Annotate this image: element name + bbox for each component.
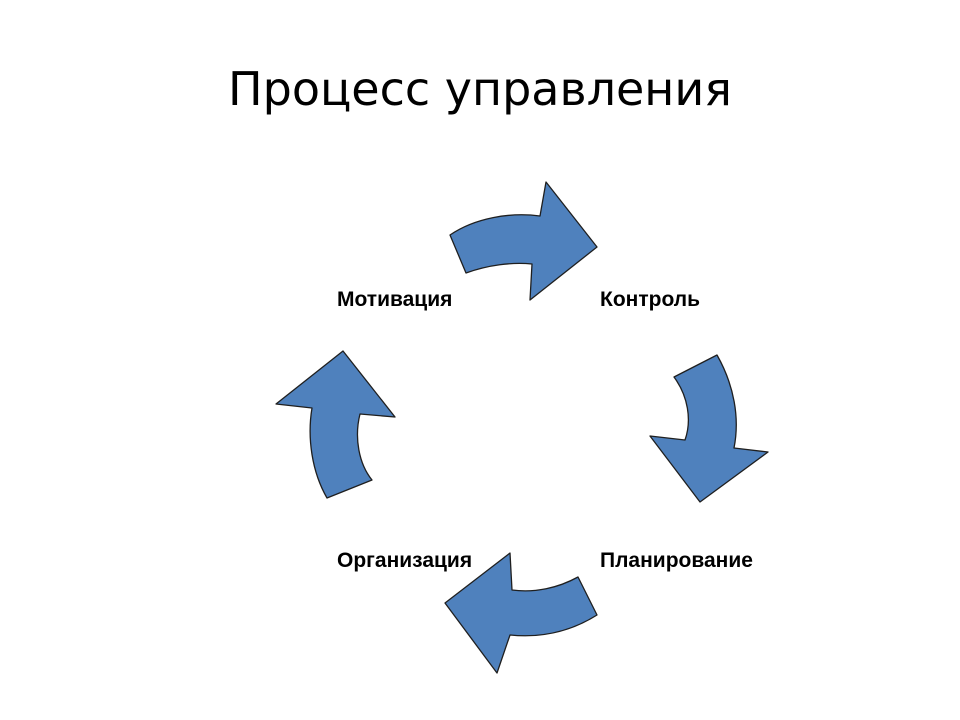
- arrow-motivation-to-control: [449, 181, 598, 301]
- stage-label-planning: Планирование: [600, 549, 753, 572]
- arrow-planning-to-organization: [444, 552, 598, 674]
- stage-label-organization: Организация: [337, 549, 473, 572]
- slide-title: Процесс управления: [228, 62, 732, 116]
- arrow-control-to-planning: [649, 354, 769, 503]
- arrow-organization-to-motivation: [275, 350, 396, 499]
- stage-label-motivation: Мотивация: [337, 288, 453, 311]
- stage-label-control: Контроль: [600, 288, 700, 311]
